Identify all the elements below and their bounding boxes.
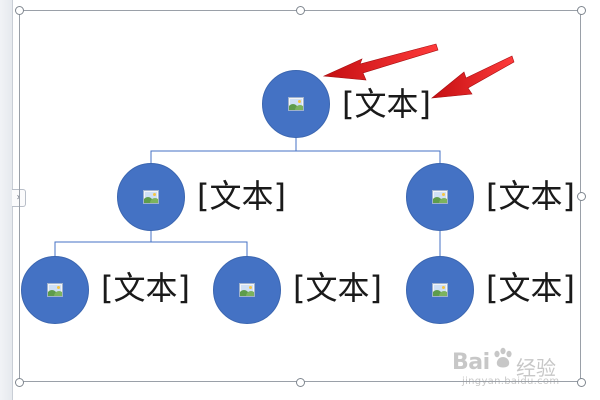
org-node-child-left[interactable] (117, 163, 185, 231)
watermark-brand-left: Bai (452, 350, 490, 375)
org-node-child-left-label[interactable]: [文本] (197, 177, 286, 215)
watermark-brand-right: 经验 (516, 356, 556, 380)
org-node-child-right[interactable] (406, 163, 474, 231)
org-node-root-label[interactable]: [文本] (342, 85, 431, 123)
resize-handle-bottom-right[interactable] (577, 378, 586, 387)
org-node-leaf-3-label[interactable]: [文本] (486, 269, 575, 307)
resize-handle-bottom-left[interactable] (15, 378, 24, 387)
resize-handle-middle-right[interactable] (577, 192, 586, 201)
resize-handle-top-center[interactable] (296, 6, 305, 15)
baidu-jingyan-watermark: Bai 经验 jingyan.baidu.com (452, 340, 592, 390)
picture-placeholder-icon[interactable] (432, 190, 448, 204)
org-node-child-right-label[interactable]: [文本] (486, 177, 575, 215)
picture-placeholder-icon[interactable] (143, 190, 159, 204)
watermark-url: jingyan.baidu.com (462, 376, 560, 387)
resize-handle-bottom-center[interactable] (296, 378, 305, 387)
picture-placeholder-icon[interactable] (432, 283, 448, 297)
connector-root-children (150, 138, 441, 163)
org-node-leaf-1[interactable] (21, 256, 89, 324)
org-node-leaf-1-label[interactable]: [文本] (101, 269, 190, 307)
picture-placeholder-icon[interactable] (239, 283, 255, 297)
org-node-root[interactable] (262, 70, 330, 138)
resize-handle-top-left[interactable] (15, 6, 24, 15)
paw-icon (494, 347, 512, 368)
org-node-leaf-3[interactable] (406, 256, 474, 324)
resize-handle-top-right[interactable] (577, 6, 586, 15)
connector-left-leaves (54, 231, 248, 256)
picture-placeholder-icon[interactable] (288, 97, 304, 111)
org-node-leaf-2-label[interactable]: [文本] (293, 269, 382, 307)
org-node-leaf-2[interactable] (213, 256, 281, 324)
red-arrow-icon (431, 55, 515, 99)
picture-placeholder-icon[interactable] (47, 283, 63, 297)
red-arrow-icon (322, 43, 439, 81)
